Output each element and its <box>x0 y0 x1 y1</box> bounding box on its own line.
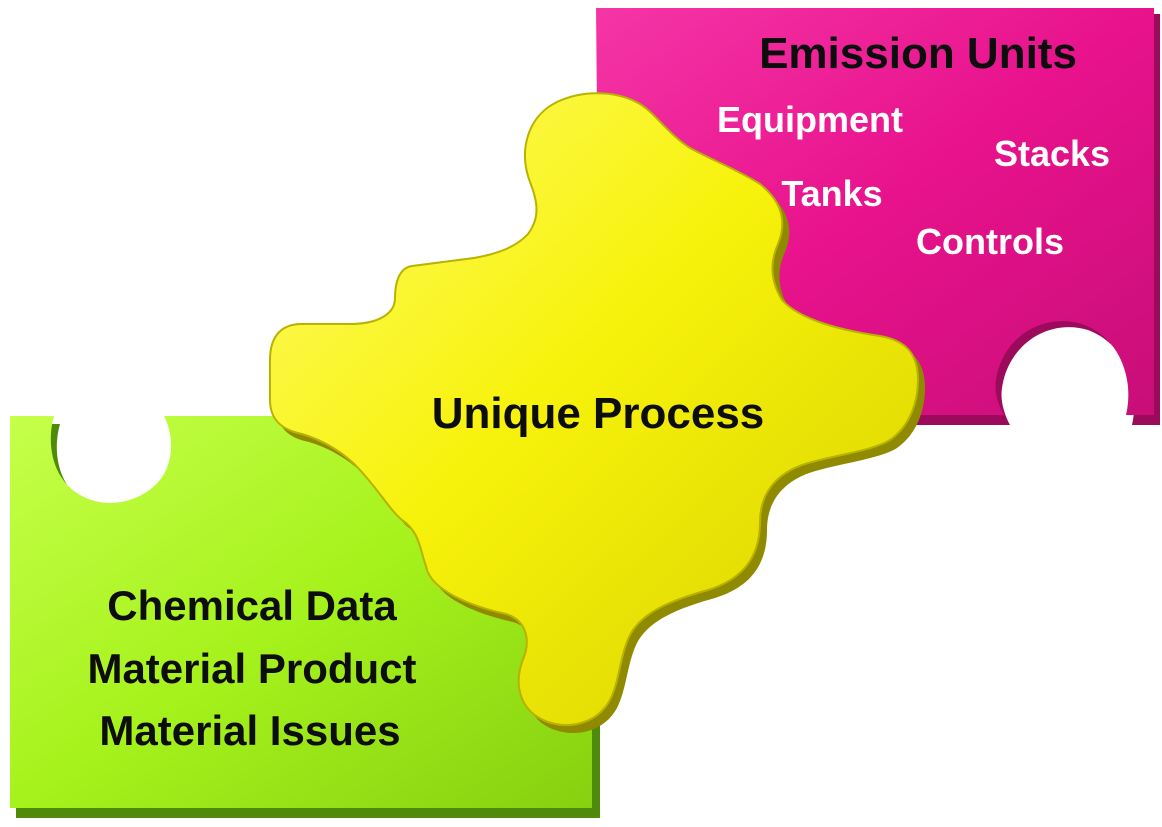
chemical-line-3: Material Issues <box>99 707 400 754</box>
emission-item-controls: Controls <box>916 221 1064 262</box>
emission-item-equipment: Equipment <box>717 99 903 140</box>
emission-units-title: Emission Units <box>759 29 1077 78</box>
chemical-line-1: Chemical Data <box>107 582 397 629</box>
unique-process-piece <box>269 92 925 734</box>
emission-item-stacks: Stacks <box>994 133 1110 174</box>
unique-process-title: Unique Process <box>432 389 765 438</box>
chemical-line-2: Material Product <box>87 645 416 692</box>
emission-item-tanks: Tanks <box>781 173 882 214</box>
unique-process-piece-body <box>269 92 920 726</box>
